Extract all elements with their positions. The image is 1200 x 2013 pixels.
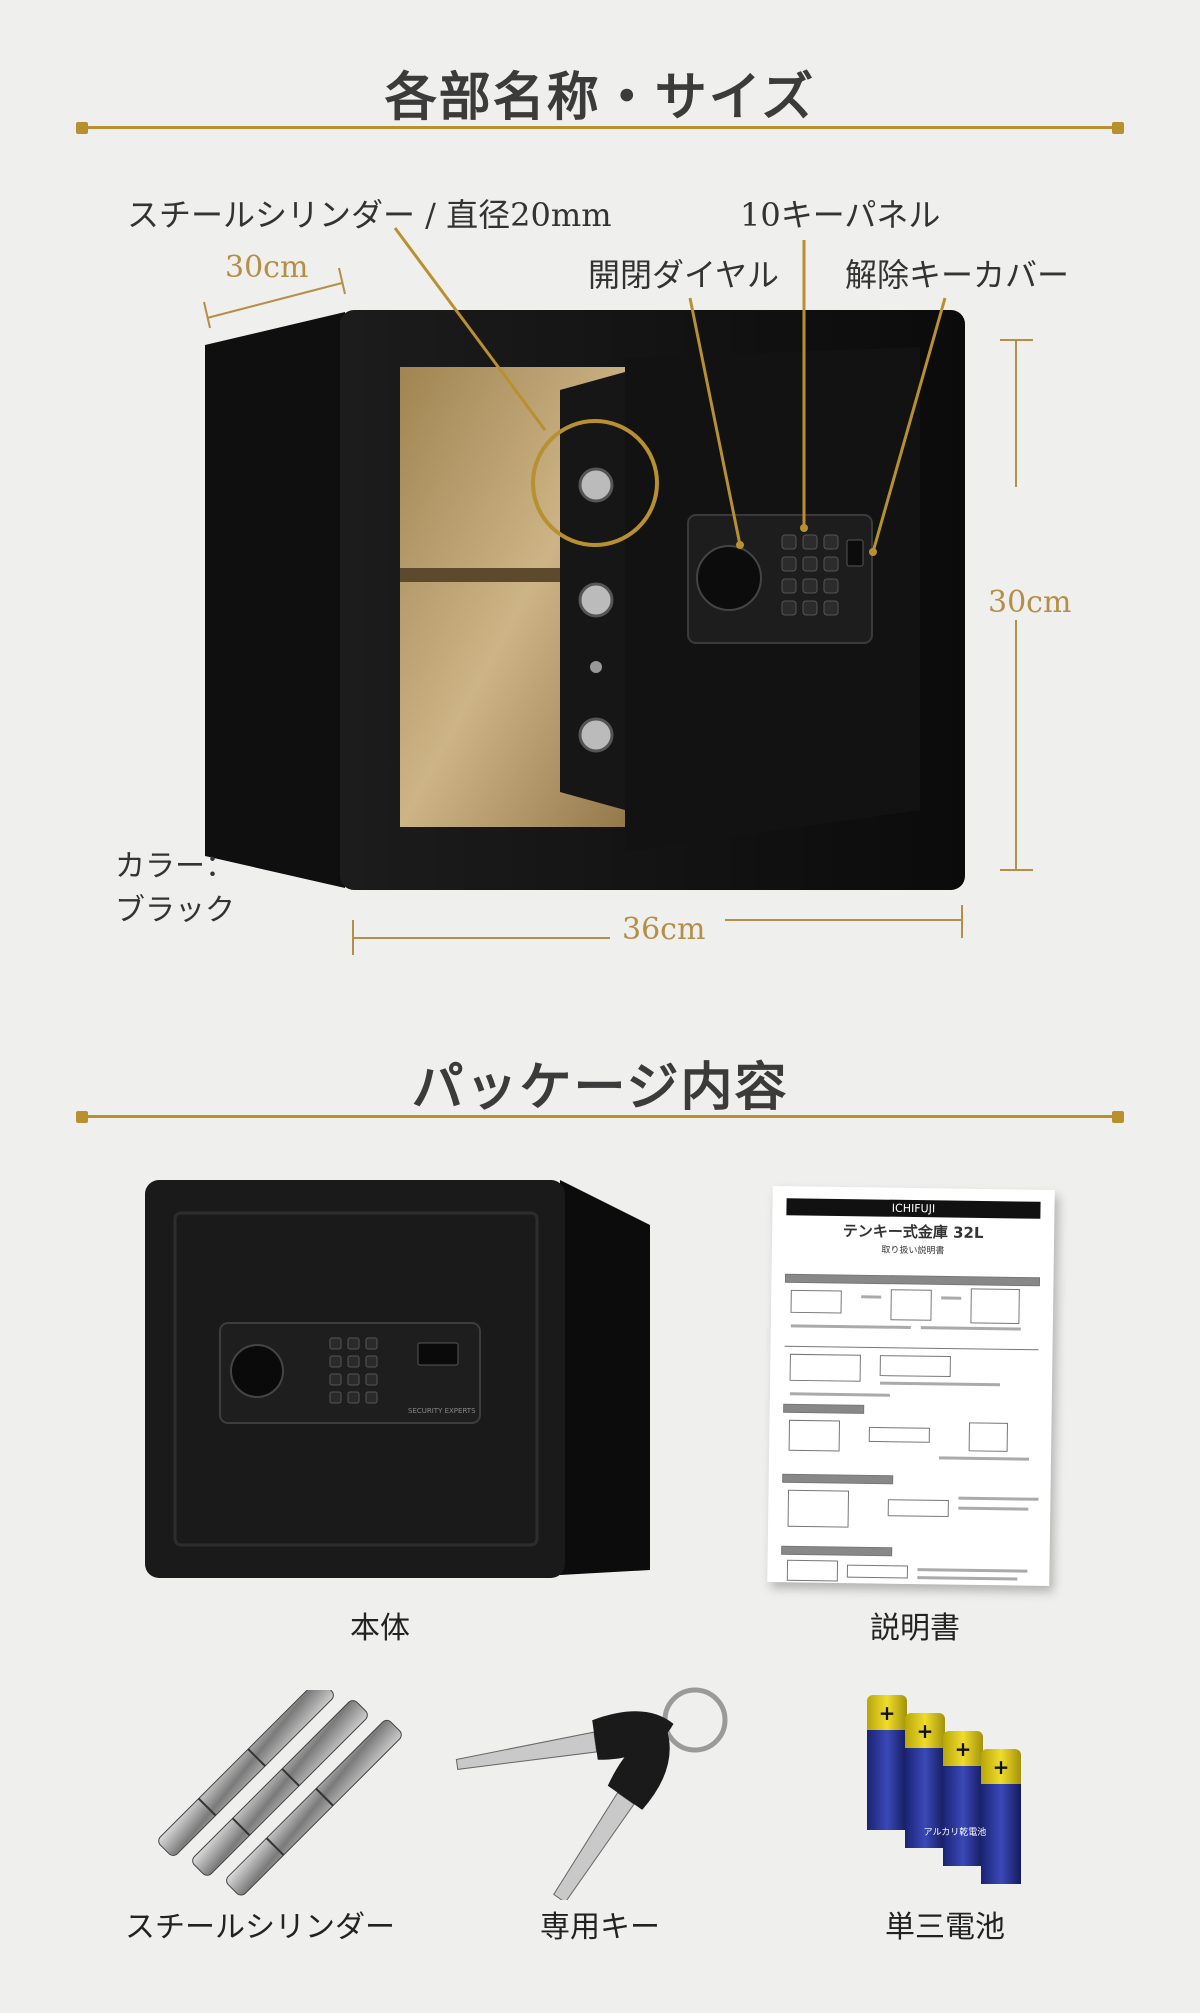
battery-label: アルカリ乾電池 xyxy=(924,1826,987,1838)
battery-4: + xyxy=(981,1749,1021,1884)
keys-image xyxy=(455,1687,728,1900)
item-label-manual: 説明書 xyxy=(870,1611,960,1646)
manual-brand: ICHIFUJI xyxy=(786,1198,1041,1219)
keypad-buttons xyxy=(781,534,839,616)
item-label-cylinders: スチールシリンダー xyxy=(125,1910,395,1945)
title-rule xyxy=(82,126,1118,129)
batteries-image: + + + + アルカリ乾電池 xyxy=(867,1695,1021,1884)
dimension-height: 30cm xyxy=(988,585,1072,620)
callout-keypad: 10キーパネル xyxy=(740,196,941,234)
item-label-key: 専用キー xyxy=(540,1910,660,1945)
section-title-package: パッケージ内容 xyxy=(411,1057,789,1118)
dial-icon xyxy=(696,545,762,611)
battery-3: + xyxy=(943,1731,983,1866)
color-label-heading: カラー： xyxy=(115,849,235,884)
closed-dial-icon xyxy=(230,1344,284,1398)
open-safe-illustration xyxy=(203,227,1033,955)
panel-brand-text: SECURITY EXPERTS xyxy=(408,1407,476,1415)
callout-dial: 開閉ダイヤル xyxy=(588,256,780,294)
item-label-body: 本体 xyxy=(350,1611,410,1646)
key-cover xyxy=(846,539,864,567)
manual-image: ICHIFUJI テンキー式金庫 32L 取り扱い説明書 xyxy=(767,1186,1055,1586)
dimension-lines xyxy=(203,267,1033,955)
manual-diagrams xyxy=(781,1273,1041,1582)
svg-text:+: + xyxy=(917,1719,934,1743)
section-title-parts: 各部名称・サイズ xyxy=(384,67,816,128)
rule-dot-right-2 xyxy=(1112,1111,1124,1123)
safe-side-face xyxy=(205,312,345,888)
color-label-value: ブラック xyxy=(115,893,235,928)
rule-dot-right xyxy=(1112,122,1124,134)
callout-steel-cylinder: スチールシリンダー / 直径20mm xyxy=(127,196,612,234)
callout-end-dots xyxy=(736,524,877,556)
callout-leader-lines xyxy=(393,227,947,553)
item-label-batteries: 単三電池 xyxy=(885,1910,1005,1945)
svg-text:+: + xyxy=(879,1701,896,1725)
title-rule-2 xyxy=(82,1115,1118,1118)
callout-key-cover: 解除キーカバー xyxy=(845,256,1070,294)
manual-title: テンキー式金庫 32L xyxy=(842,1222,984,1242)
key-ring xyxy=(662,1687,728,1753)
closed-keypad-panel xyxy=(219,1322,481,1424)
svg-text:+: + xyxy=(993,1755,1010,1779)
closed-safe-image: SECURITY EXPERTS xyxy=(145,1180,650,1578)
color-label: カラー： ブラック xyxy=(115,845,235,933)
dimension-depth: 30cm xyxy=(225,250,309,285)
svg-text:+: + xyxy=(955,1737,972,1761)
battery-1: + xyxy=(867,1695,907,1830)
steel-cylinders-image xyxy=(158,1690,402,1896)
cylinder-highlight-circle xyxy=(531,419,659,547)
battery-2: + xyxy=(905,1713,945,1848)
dimension-width: 36cm xyxy=(622,912,706,947)
